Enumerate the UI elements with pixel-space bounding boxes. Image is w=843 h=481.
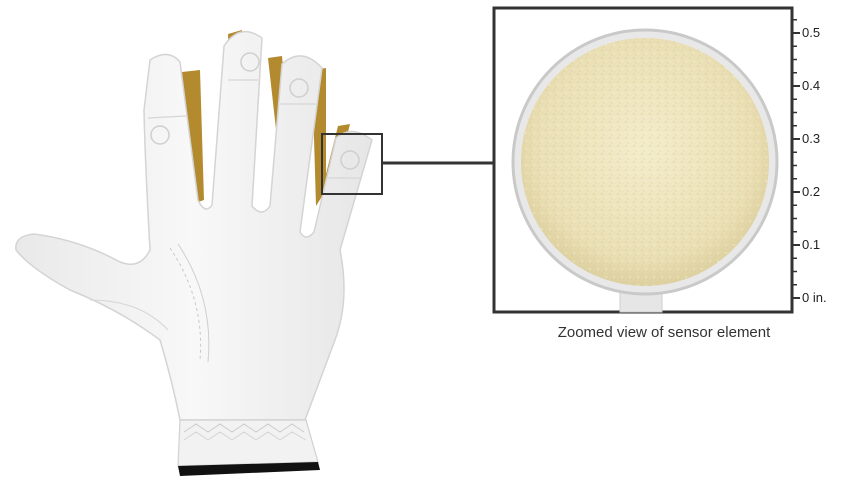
ruler-tick-label: 0.5: [802, 26, 820, 40]
ruler-tick-label: 0 in.: [802, 291, 827, 305]
ruler-tick-label: 0.4: [802, 79, 820, 93]
zoom-caption: Zoomed view of sensor element: [494, 324, 834, 341]
ruler-tick-label: 0.2: [802, 185, 820, 199]
ruler-tick-label: 0.3: [802, 132, 820, 146]
glove: [16, 30, 372, 476]
ruler-tick-label: 0.1: [802, 238, 820, 252]
